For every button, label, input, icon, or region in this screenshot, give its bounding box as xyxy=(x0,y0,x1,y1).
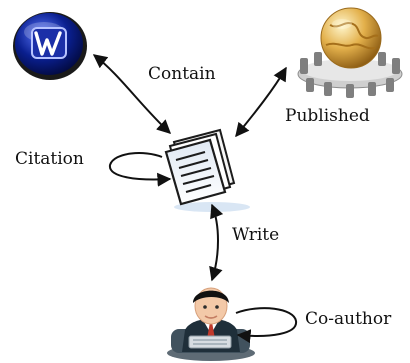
citation-loop xyxy=(109,152,172,187)
globe-conference-table-icon xyxy=(297,7,403,98)
published-label: Published xyxy=(285,106,370,126)
contain-label: Contain xyxy=(148,64,216,84)
published-edge xyxy=(235,66,287,138)
write-label: Write xyxy=(232,225,279,245)
contain-edge xyxy=(92,54,172,134)
citation-label: Citation xyxy=(15,149,84,169)
write-edge xyxy=(209,203,224,282)
coauthor-loop xyxy=(235,307,298,344)
author-at-desk-icon xyxy=(167,287,255,361)
wikipedia-logo-icon xyxy=(13,12,87,80)
coauthor-label: Co-author xyxy=(305,309,392,329)
document-icon xyxy=(164,128,250,212)
